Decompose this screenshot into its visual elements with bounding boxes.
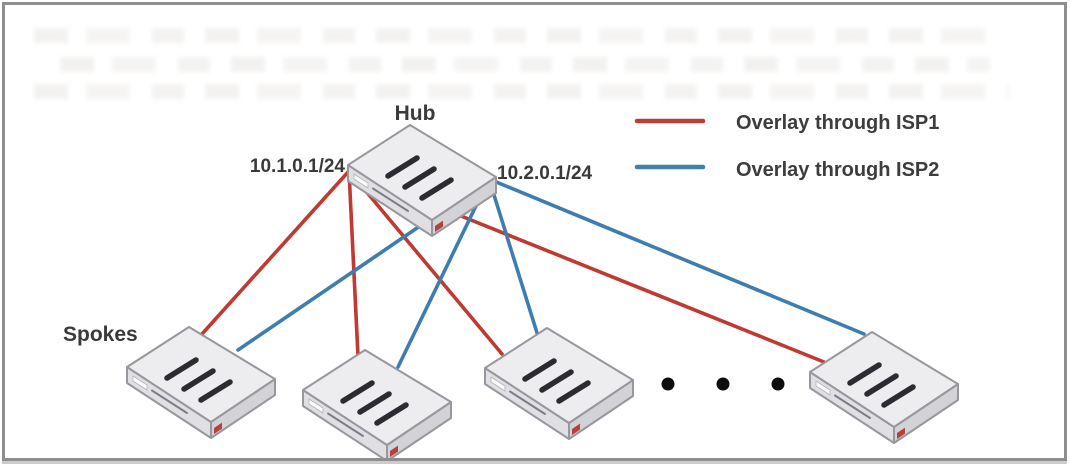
isp1-link-hub-spoke3 — [347, 169, 504, 356]
isp2-link-hub-spoke2 — [396, 177, 491, 369]
isp2-link-hub-spoke4 — [487, 177, 866, 336]
hub-ip-left-label: 10.1.0.1/24 — [250, 156, 346, 177]
hub-label: Hub — [395, 102, 436, 125]
spokes-label: Spokes — [63, 323, 138, 346]
isp1-link-hub-spoke2 — [347, 169, 360, 358]
spoke-device-4 — [810, 332, 958, 443]
isp1-link-hub-spoke1 — [200, 169, 351, 336]
ellipsis-dot — [771, 377, 785, 391]
more-spokes-ellipsis — [661, 377, 785, 391]
hub-ip-right-label: 10.2.0.1/24 — [497, 163, 593, 184]
ellipsis-dot — [716, 377, 730, 391]
legend-isp2-label: Overlay through ISP2 — [736, 159, 939, 181]
legend: Overlay through ISP1 Overlay through ISP… — [634, 112, 939, 181]
overlay-isp1-links — [200, 169, 826, 364]
isp2-link-hub-spoke3 — [487, 177, 540, 338]
legend-isp1-label: Overlay through ISP1 — [736, 112, 939, 134]
spoke-device-2 — [303, 350, 451, 461]
spoke-device-1 — [127, 327, 275, 438]
spoke-device-3 — [485, 328, 633, 439]
ellipsis-dot — [661, 377, 675, 391]
